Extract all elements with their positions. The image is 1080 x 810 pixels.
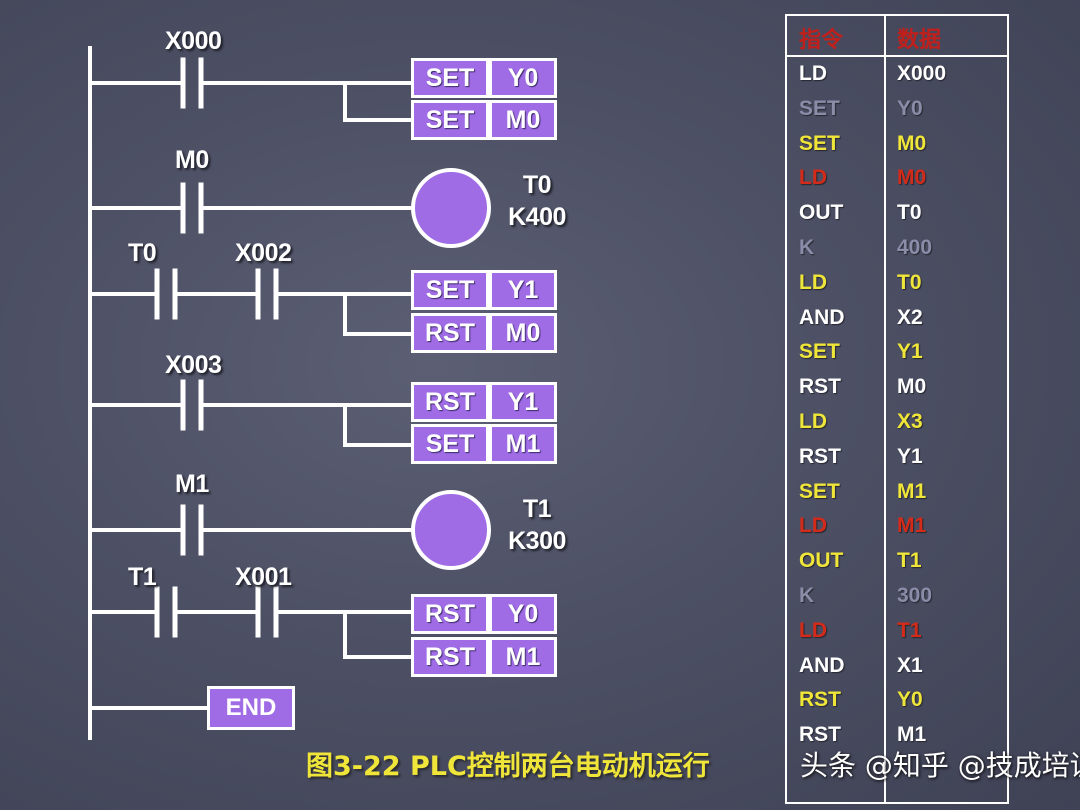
figure-caption: 图3-22 PLC控制两台电动机运行 (306, 751, 710, 782)
table-cell-data: 400 (897, 236, 933, 259)
contact-label-m0: M0 (175, 146, 209, 174)
table-cell-instruction: SET (799, 131, 840, 155)
operand-box: Y0 (489, 58, 557, 98)
table-cell-data: Y1 (897, 340, 923, 364)
coil-t0 (411, 168, 491, 248)
table-cell-instruction: LD (799, 166, 827, 190)
table-cell-instruction: LD (799, 514, 827, 538)
table-cell-instruction: LD (799, 618, 827, 642)
contact-label-t1: T1 (128, 563, 157, 591)
operand-box: M0 (489, 100, 557, 140)
table-cell-data: T1 (897, 549, 922, 573)
table-cell-instruction: LD (799, 410, 827, 433)
table-cell-data: Y1 (897, 444, 923, 468)
watermark: 头条 @知乎 @技成培训 (800, 749, 1080, 782)
table-cell-data: M0 (897, 166, 927, 190)
table-cell-data: M1 (897, 723, 927, 747)
table-cell-instruction: RST (799, 688, 841, 712)
contact-label-x001: X001 (235, 563, 292, 591)
table-cell-data: M1 (897, 479, 927, 503)
contact-m0 (180, 182, 204, 234)
instruction-box: RST (411, 313, 489, 353)
contact-label-m1: M1 (175, 470, 209, 498)
table-cell-data: Y0 (897, 96, 923, 120)
contact-label-t0: T0 (128, 239, 157, 267)
table-cell-instruction: LD (799, 270, 827, 294)
table-cell-instruction: OUT (799, 549, 844, 573)
table-cell-instruction: OUT (799, 201, 844, 225)
table-header-instruction: 指令 (799, 28, 844, 53)
contact-label-x003: X003 (165, 351, 222, 379)
table-cell-instruction: AND (799, 305, 845, 329)
coil-preset-t0: K400 (508, 203, 566, 231)
table-cell-instruction: RST (799, 444, 841, 468)
table-cell-instruction: LD (799, 62, 827, 85)
contact-t1 (154, 586, 178, 638)
contact-x003 (180, 379, 204, 431)
table-cell-data: T0 (897, 270, 922, 294)
contact-x001 (255, 586, 279, 638)
instruction-box: SET (411, 270, 489, 310)
table-cell-data: M0 (897, 131, 927, 155)
contact-label-x000: X000 (165, 27, 222, 55)
operand-box: M1 (489, 637, 557, 677)
table-cell-instruction: RST (799, 723, 841, 747)
contact-label-x002: X002 (235, 239, 292, 267)
table-cell-instruction: SET (799, 479, 840, 503)
table-cell-instruction: SET (799, 340, 840, 364)
coil-label-t1: T1 (522, 495, 552, 523)
operand-box: M1 (489, 424, 557, 464)
instruction-box: RST (411, 382, 489, 422)
contact-t0 (154, 268, 178, 320)
table-cell-data: M0 (897, 375, 927, 399)
table-cell-data: 300 (897, 584, 933, 607)
contact-x002 (255, 268, 279, 320)
operand-box: Y1 (489, 270, 557, 310)
coil-preset-t1: K300 (508, 527, 566, 555)
contact-m1 (180, 504, 204, 556)
instruction-box: RST (411, 594, 489, 634)
table-header-data: 数据 (897, 28, 942, 53)
instruction-box: RST (411, 637, 489, 677)
table-cell-data: T1 (897, 618, 922, 642)
end-box: END (207, 686, 295, 730)
operand-box: M0 (489, 313, 557, 353)
table-cell-data: X3 (897, 410, 923, 433)
table-cell-instruction: RST (799, 375, 841, 399)
table-cell-instruction: K (799, 236, 815, 259)
table-cell-data: X2 (897, 305, 923, 329)
instruction-box: SET (411, 100, 489, 140)
ladder-diagram (154, 57, 491, 638)
coil-t1 (411, 490, 491, 570)
table-cell-instruction: SET (799, 96, 840, 120)
table-cell-instruction: AND (799, 653, 845, 677)
operand-box: Y0 (489, 594, 557, 634)
table-cell-data: X1 (897, 653, 923, 677)
instruction-box: SET (411, 58, 489, 98)
operand-box: Y1 (489, 382, 557, 422)
table-cell-data: Y0 (897, 688, 923, 712)
coil-label-t0: T0 (522, 171, 552, 199)
table-cell-instruction: K (799, 584, 815, 607)
contact-x000 (180, 57, 204, 109)
instruction-box: SET (411, 424, 489, 464)
table-cell-data: X000 (897, 62, 947, 85)
table-cell-data: M1 (897, 514, 927, 538)
table-cell-data: T0 (897, 201, 922, 225)
